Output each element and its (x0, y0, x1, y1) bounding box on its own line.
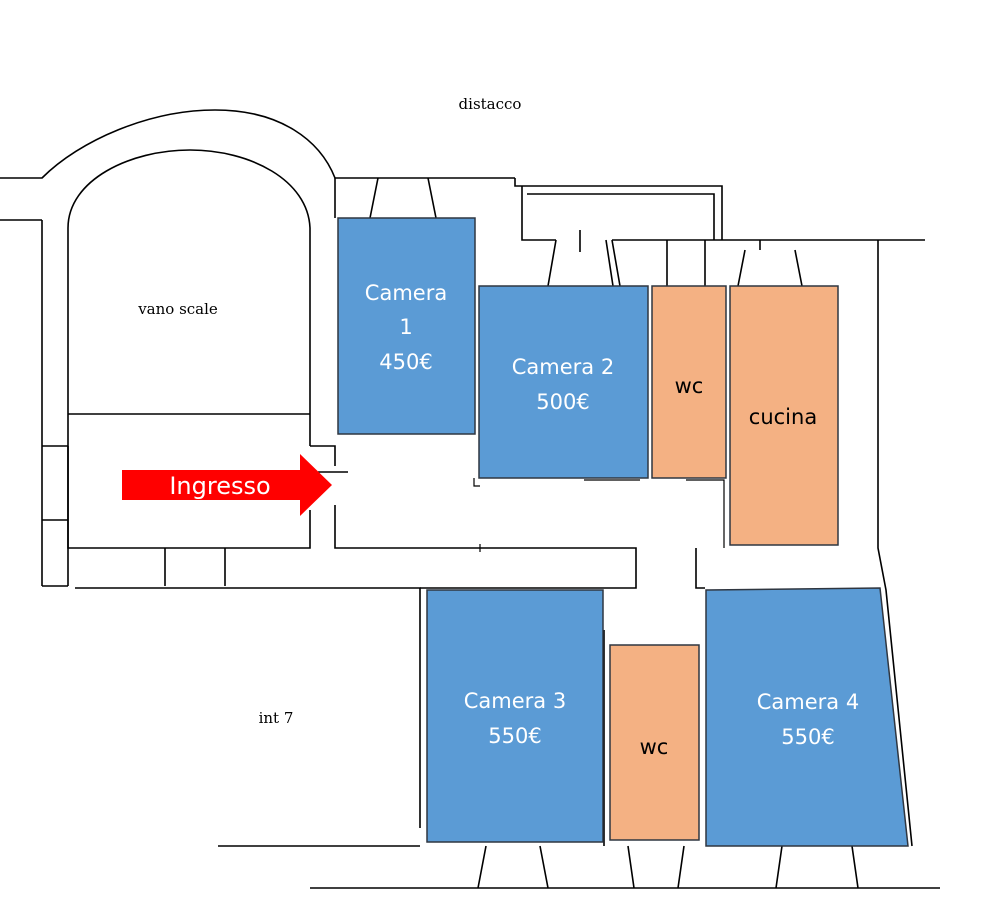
camera-1-price: 450€ (379, 350, 432, 374)
camera-3-name: Camera 3 (464, 689, 566, 713)
room-wc-top[interactable] (651, 285, 727, 479)
label-ingresso: Ingresso (169, 472, 270, 500)
cucina-label: cucina (749, 405, 817, 429)
ingresso-arrow (122, 454, 332, 516)
camera-4-price: 550€ (781, 725, 834, 749)
camera-1-name: Camera (365, 281, 447, 305)
plan-labels: distacco vano scale int 7 Ingresso Camer… (137, 95, 859, 759)
room-wc-bottom[interactable] (609, 644, 700, 841)
label-vano-scale: vano scale (137, 300, 218, 318)
camera-3-price: 550€ (488, 724, 541, 748)
plan-walls (0, 109, 940, 889)
label-distacco: distacco (459, 95, 522, 113)
rooms (337, 217, 909, 847)
wc-top-label: wc (675, 374, 704, 398)
room-camera-3[interactable] (426, 589, 604, 843)
label-int-7: int 7 (259, 709, 294, 727)
wc-bottom-label: wc (640, 735, 669, 759)
camera-2-price: 500€ (536, 390, 589, 414)
room-camera-1[interactable] (337, 217, 476, 435)
camera-1-number: 1 (399, 315, 412, 339)
camera-4-name: Camera 4 (757, 690, 859, 714)
room-camera-4[interactable] (705, 587, 909, 847)
room-camera-2[interactable] (478, 285, 649, 479)
room-cucina[interactable] (729, 285, 839, 546)
camera-2-name: Camera 2 (512, 355, 614, 379)
